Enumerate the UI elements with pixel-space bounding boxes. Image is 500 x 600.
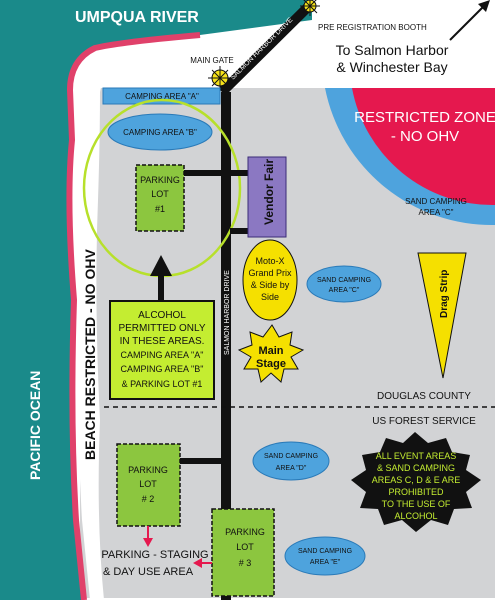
- destination-arrow-shaft: [449, 3, 487, 41]
- main-gate-marker: [208, 66, 232, 90]
- staging-line2: & DAY USE AREA: [103, 566, 194, 578]
- alcohol-arrow-shaft: [158, 275, 164, 301]
- drag-strip: [417, 252, 467, 379]
- camping-area-b-label: CAMPING AREA "B": [123, 128, 197, 137]
- beach-strip: [75, 40, 210, 600]
- alcohol-arrow-head: [150, 255, 172, 276]
- alcohol-permitted-line6: & PARKING LOT #1: [122, 379, 203, 389]
- main-road-label: SALMON HARBOR DRIVE: [224, 270, 231, 355]
- sand-camping-e: [284, 536, 366, 576]
- sand-camping-c-upper-line2: AREA "C": [418, 208, 453, 217]
- motox-line2: Grand Prix: [248, 268, 292, 278]
- parking-lot-3: [211, 508, 275, 597]
- alcohol-permitted-line4: CAMPING AREA "A": [121, 350, 204, 360]
- sand-camping-c-mid-line1: SAND CAMPING: [317, 277, 371, 284]
- parking-lot-2-line3: # 2: [142, 494, 155, 504]
- alcohol-permitted-line5: CAMPING AREA "B": [121, 364, 204, 374]
- alcohol-permitted-line1: ALCOHOL: [138, 310, 186, 321]
- connector-parking2: [180, 458, 222, 464]
- pre-registration-label: PRE REGISTRATION BOOTH: [318, 23, 427, 32]
- restricted-zone-line2: - NO OHV: [391, 128, 459, 145]
- restricted-zone: RESTRICTED ZONE - NO OHV: [325, 88, 496, 226]
- connector-parking1: [180, 170, 222, 176]
- camping-area-b: [107, 113, 213, 151]
- main-stage: [237, 324, 305, 383]
- sand-camping-d: [252, 441, 330, 481]
- sand-camping-c-mid: [306, 265, 382, 303]
- alcohol-prohibited-line2: & SAND CAMPING: [377, 463, 455, 473]
- alcohol-prohibited-line3: AREAS C, D & E ARE: [372, 475, 461, 485]
- parking-lot-2-arrow-head: [143, 538, 153, 547]
- sand-camping-e-line1: SAND CAMPING: [298, 548, 352, 555]
- vendor-fair-label: Vendor Fair: [262, 159, 276, 225]
- alcohol-prohibited-line6: ALCOHOL: [394, 511, 437, 521]
- parking-lot-3-arrow-head: [193, 558, 202, 568]
- ocean-river-water: [0, 0, 312, 600]
- main-stage-line2: Stage: [256, 358, 286, 370]
- salmon-harbor-drive-upper: [218, 1, 314, 96]
- restricted-zone-line1: RESTRICTED ZONE: [354, 109, 496, 126]
- sand-camping-d-line1: SAND CAMPING: [264, 453, 318, 460]
- beach-edge-line: [66, 32, 201, 600]
- parking-lot-2: [116, 443, 181, 527]
- sand-camping-c-upper-line1: SAND CAMPING: [405, 197, 467, 206]
- alcohol-permitted-box: [109, 300, 215, 400]
- alcohol-prohibited-line1: ALL EVENT AREAS: [376, 451, 457, 461]
- alcohol-prohibited-burst: [351, 432, 481, 532]
- connector-vendor-bottom: [230, 228, 250, 234]
- sand-camping-d-line2: AREA "D": [276, 465, 307, 472]
- alcohol-permitted-line2: PERMITTED ONLY: [118, 323, 205, 334]
- motox-line4: Side: [261, 292, 279, 302]
- sand-camping-c-mid-line2: AREA "C": [329, 287, 360, 294]
- motox-line3: & Side by: [251, 280, 290, 290]
- destination-arrow-head: [478, 0, 490, 12]
- motox-area: [242, 239, 298, 321]
- beach-restricted-label: BEACH RESTRICTED - NO OHV: [82, 249, 98, 460]
- river-label: UMPQUA RIVER: [75, 9, 199, 26]
- parking-lot-1: [135, 164, 185, 232]
- parking-lot-1-line3: #1: [155, 204, 165, 214]
- motox-line1: Moto-X: [255, 256, 284, 266]
- connector-vendor-top: [230, 170, 250, 176]
- parking-lot-1-line1: PARKING: [140, 175, 180, 185]
- drag-strip-label: Drag Strip: [439, 270, 450, 318]
- destination-line1: To Salmon Harbor: [336, 42, 449, 58]
- destination-line2: & Winchester Bay: [336, 59, 447, 75]
- staging-line1: PARKING - STAGING: [101, 549, 208, 561]
- vendor-fair: [247, 156, 287, 238]
- parking-lot-2-line2: LOT: [139, 479, 157, 489]
- parking-lot-2-line1: PARKING: [128, 465, 168, 475]
- salmon-harbor-drive-main: [221, 92, 231, 600]
- alcohol-prohibited-line4: PROHIBITED: [388, 487, 444, 497]
- main-gate-label: MAIN GATE: [190, 56, 233, 65]
- alcohol-permitted-line3: IN THESE AREAS.: [120, 336, 205, 347]
- camping-area-a: [102, 87, 221, 105]
- us-forest-service-label: US FOREST SERVICE: [372, 416, 476, 427]
- parking-lot-3-line1: PARKING: [225, 527, 265, 537]
- parking-lot-3-line2: LOT: [236, 542, 254, 552]
- main-stage-line1: Main: [258, 345, 283, 357]
- camping-area-a-label: CAMPING AREA "A": [125, 92, 199, 101]
- sand-camping-e-line2: AREA "E": [310, 559, 341, 566]
- douglas-county-label: DOUGLAS COUNTY: [377, 391, 471, 402]
- pre-registration-booth: [300, 0, 320, 16]
- ocean-label: PACIFIC OCEAN: [27, 371, 43, 480]
- parking-lot-1-line2: LOT: [151, 189, 169, 199]
- parking-lot-3-line3: # 3: [239, 558, 252, 568]
- alcohol-prohibited-line5: TO THE USE OF: [382, 499, 451, 509]
